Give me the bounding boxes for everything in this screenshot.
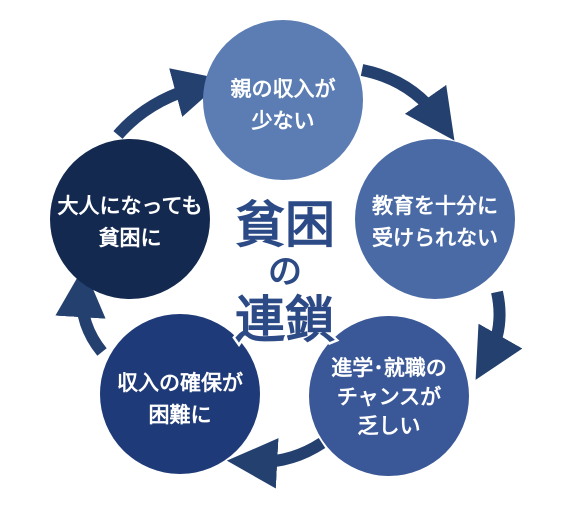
node-3-line-1: 進学･就職の xyxy=(331,356,447,380)
center-title-line-2: の xyxy=(268,252,302,292)
node-5-circle xyxy=(50,139,210,299)
cycle-node-2: 教育を十分に 受けられない xyxy=(355,139,515,299)
cycle-node-5: 大人になっても 貧困に xyxy=(50,139,210,299)
arrow-4-to-5-icon xyxy=(55,266,107,356)
center-title-line-3: 連鎖 xyxy=(235,291,335,349)
node-3-circle xyxy=(309,316,469,476)
center-title: 貧困 の 連鎖 xyxy=(233,194,338,352)
arrow-5-to-1-icon xyxy=(113,68,225,139)
node-2-line-1: 教育を十分に xyxy=(372,194,498,218)
node-3-line-2: チャンスが xyxy=(337,385,441,409)
cycle-node-1: 親の収入が 少ない xyxy=(203,20,363,180)
node-1-circle xyxy=(203,20,363,180)
node-2-circle xyxy=(355,139,515,299)
node-4-line-1: 収入の確保が xyxy=(117,371,243,395)
node-5-line-1: 大人になっても xyxy=(58,194,203,218)
arrow-3-to-4-icon xyxy=(226,437,326,489)
node-2-line-2: 受けられない xyxy=(372,226,498,250)
arrow-1-to-2-icon xyxy=(360,64,455,141)
node-1-line-1: 親の収入が xyxy=(231,77,336,101)
node-4-circle xyxy=(100,314,260,474)
cycle-arrows xyxy=(55,64,523,489)
center-title-line-1: 貧困 xyxy=(235,196,335,254)
node-5-line-2: 貧困に xyxy=(99,226,162,250)
cycle-node-3: 進学･就職の チャンスが 乏しい xyxy=(309,316,469,476)
node-3-line-3: 乏しい xyxy=(358,414,421,438)
node-1-line-2: 少ない xyxy=(251,109,315,133)
arrow-2-to-3-icon xyxy=(475,290,523,380)
node-4-line-2: 困難に xyxy=(149,403,212,427)
cycle-node-4: 収入の確保が 困難に xyxy=(100,314,260,474)
